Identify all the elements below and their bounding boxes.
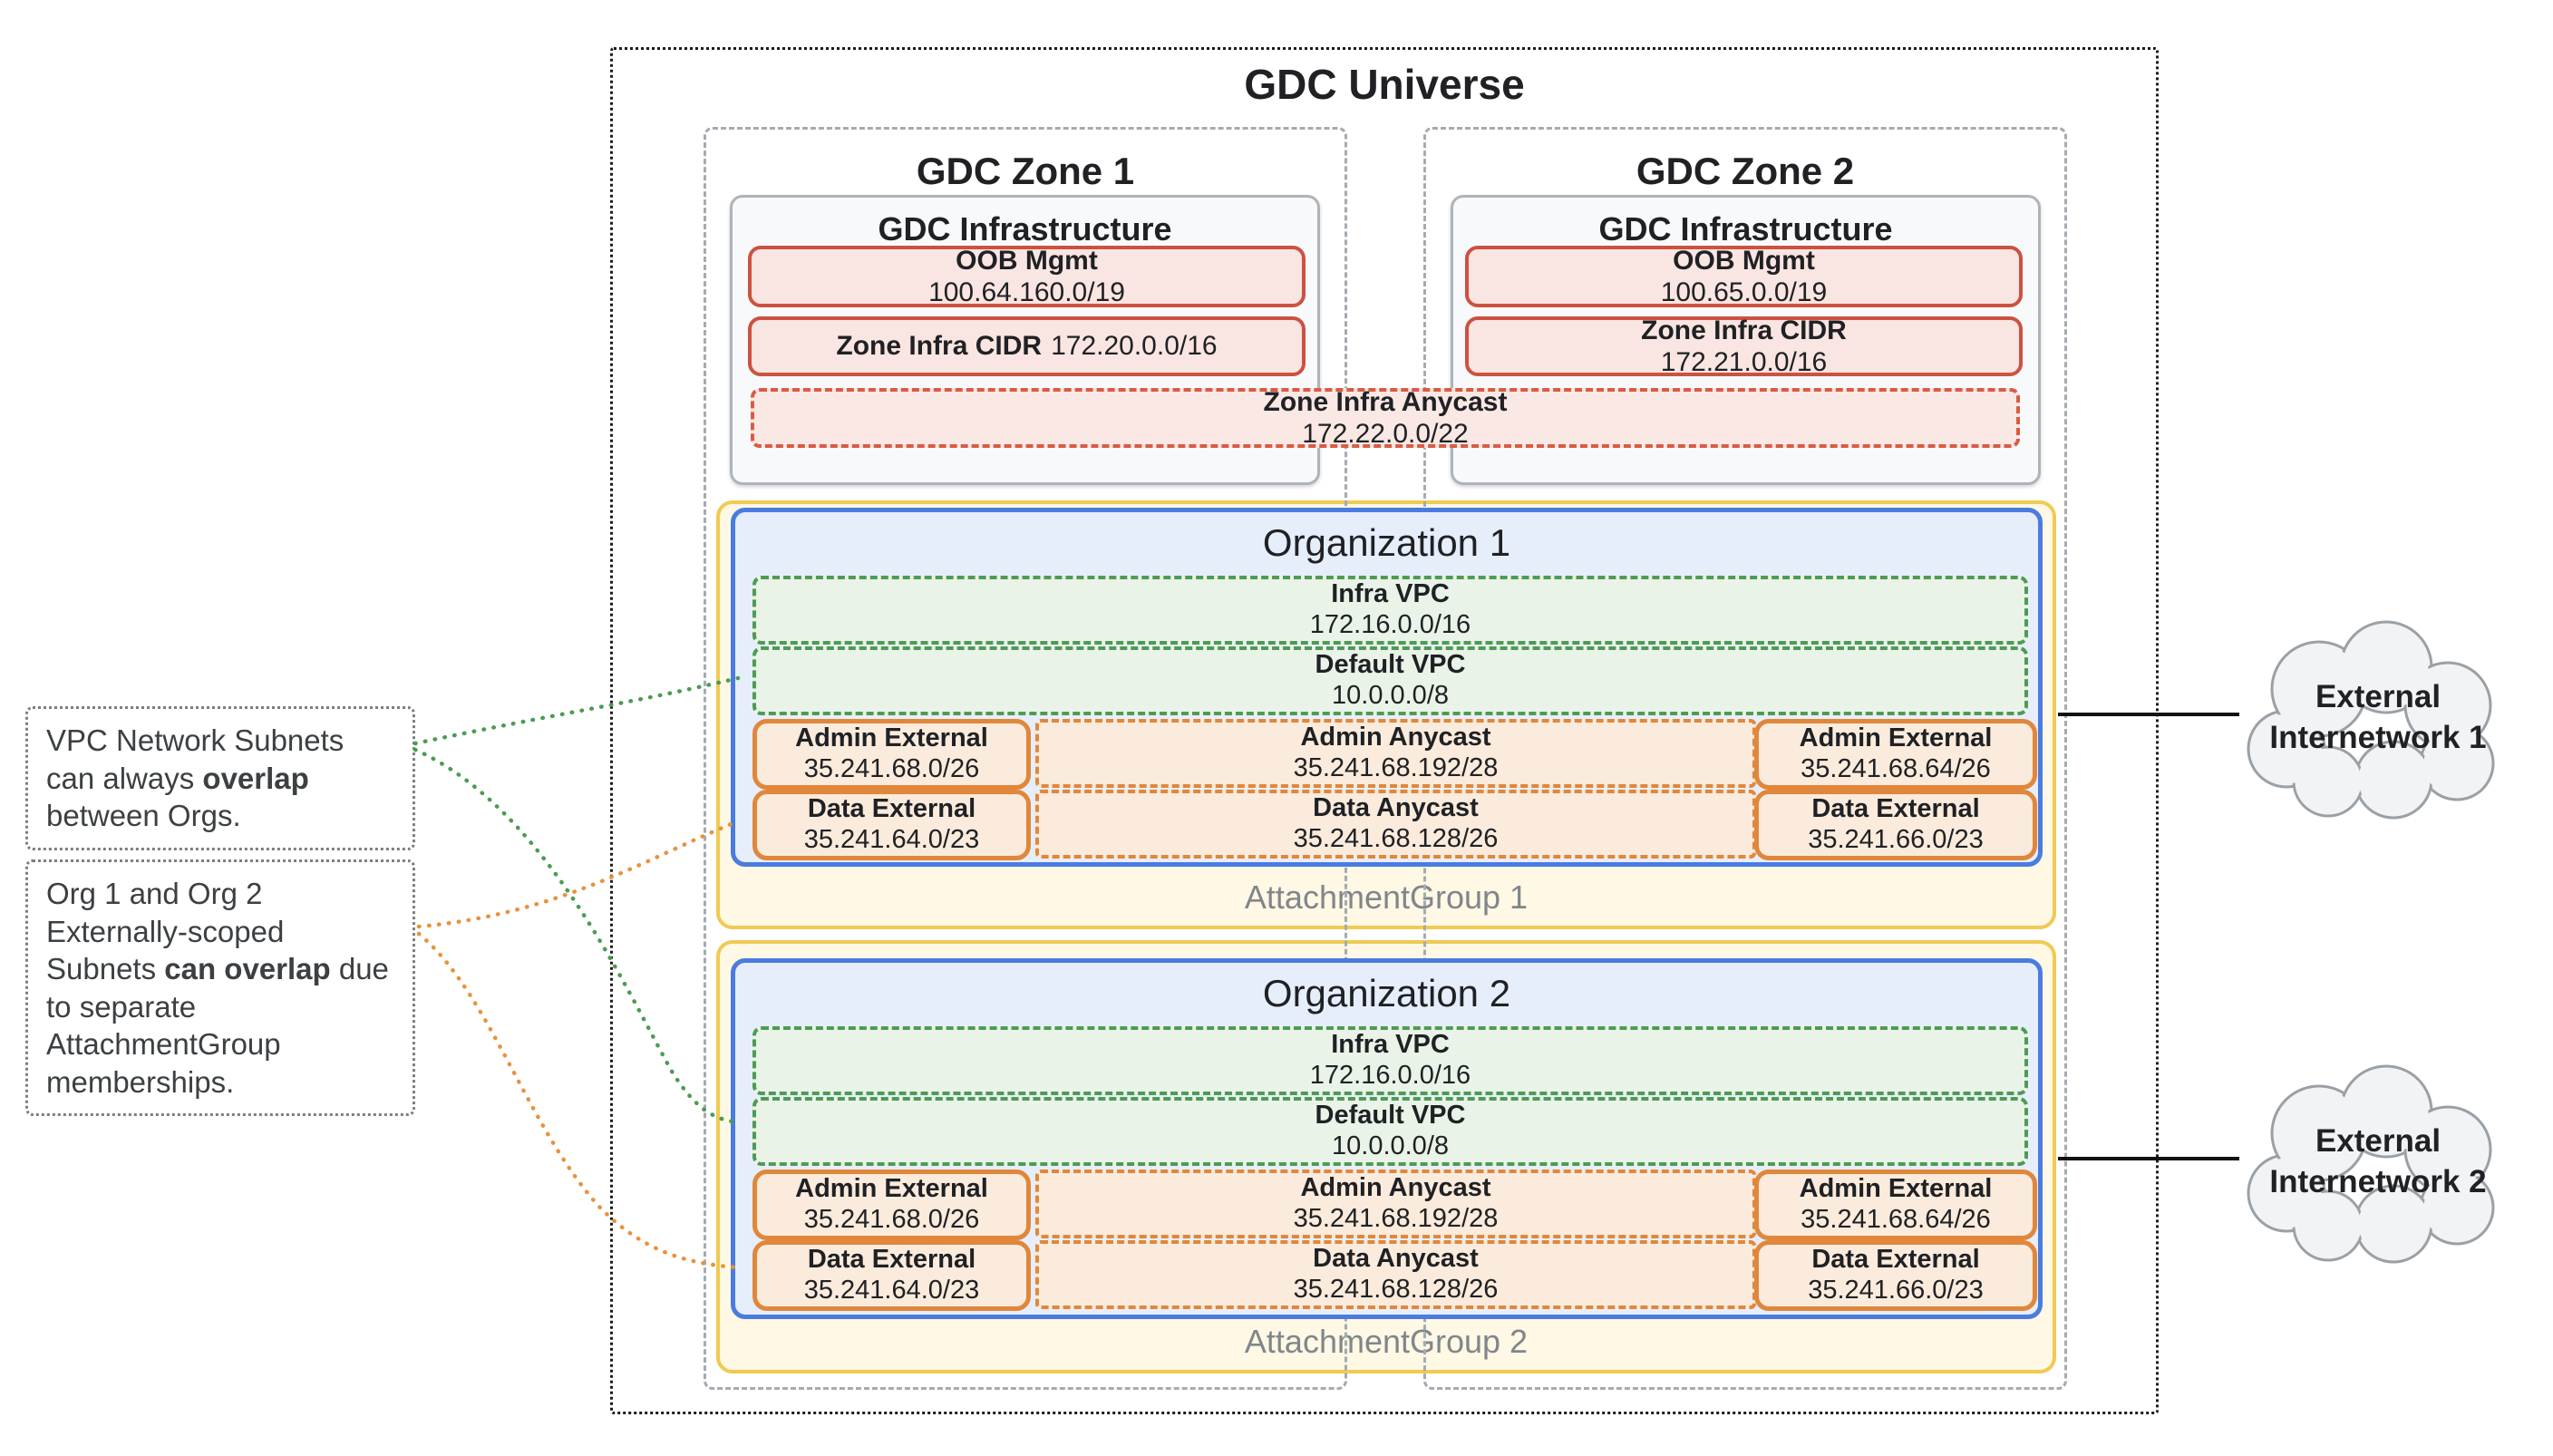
org2-infra-vpc-box: Infra VPC 172.16.0.0/16: [752, 1026, 2028, 1095]
org2-data-anycast-box: Data Anycast 35.241.68.128/26: [1035, 1240, 1756, 1309]
zone-infra-anycast-cidr: 172.22.0.0/22: [1302, 419, 1469, 449]
org2-default-vpc-cidr: 10.0.0.0/8: [1332, 1131, 1449, 1160]
org2-admin-external-left-cidr: 35.241.68.0/26: [803, 1205, 980, 1234]
gdc-infrastructure-1-title: GDC Infrastructure: [878, 210, 1172, 248]
org1-data-external-left-label: Data External: [807, 794, 976, 824]
zone-infra-anycast-box: Zone Infra Anycast 172.22.0.0/22: [751, 386, 2020, 449]
org1-admin-external-left-box: Admin External 35.241.68.0/26: [752, 719, 1031, 790]
org1-default-vpc-cidr: 10.0.0.0/8: [1332, 681, 1449, 710]
annotation-1-text-after: between Orgs.: [46, 799, 241, 833]
org2-infra-vpc-label: Infra VPC: [1331, 1030, 1450, 1060]
org1-data-anycast-cidr: 35.241.68.128/26: [1293, 824, 1499, 853]
zone-infra-cidr-2-value: 172.21.0.0/16: [1660, 347, 1828, 377]
org2-admin-anycast-box: Admin Anycast 35.241.68.192/28: [1035, 1170, 1756, 1238]
org2-admin-external-left-label: Admin External: [795, 1174, 988, 1204]
oob-mgmt-2-label: OOB Mgmt: [1673, 245, 1815, 276]
org2-data-external-right-box: Data External 35.241.66.0/23: [1754, 1240, 2037, 1311]
annotation-1-text: VPC Network Subnets can always: [46, 723, 345, 795]
oob-mgmt-2-cidr: 100.65.0.0/19: [1660, 277, 1828, 307]
org1-admin-anycast-box: Admin Anycast 35.241.68.192/28: [1035, 719, 1756, 788]
external-internetwork-1-cloud: External Internetwork 1: [2232, 613, 2497, 821]
org2-admin-external-right-cidr: 35.241.68.64/26: [1801, 1205, 1991, 1234]
annotation-2-text-after: due to separate AttachmentGroup membersh…: [46, 952, 389, 1099]
org1-data-anycast-box: Data Anycast 35.241.68.128/26: [1035, 790, 1756, 859]
attachment-group-2-label: AttachmentGroup 2: [1244, 1323, 1529, 1360]
org2-data-anycast-cidr: 35.241.68.128/26: [1293, 1275, 1499, 1304]
org1-admin-external-right-label: Admin External: [1799, 723, 1993, 753]
gdc-zone-2-title: GDC Zone 2: [1636, 150, 1855, 192]
org1-admin-external-right-cidr: 35.241.68.64/26: [1801, 754, 1991, 783]
link-line-internetwork-2: [2058, 1157, 2239, 1160]
attachment-group-1-label: AttachmentGroup 1: [1244, 878, 1529, 916]
org1-admin-anycast-label: Admin Anycast: [1300, 723, 1491, 752]
cloud-1-line2: Internetwork 1: [2269, 720, 2487, 755]
org1-infra-vpc-cidr: 172.16.0.0/16: [1309, 610, 1471, 639]
org2-admin-anycast-label: Admin Anycast: [1300, 1173, 1491, 1203]
org2-admin-anycast-cidr: 35.241.68.192/28: [1293, 1204, 1499, 1233]
org2-data-external-right-label: Data External: [1811, 1245, 1980, 1275]
org2-admin-external-right-label: Admin External: [1799, 1174, 1993, 1204]
zone-infra-cidr-1-box: Zone Infra CIDR 172.20.0.0/16: [748, 316, 1306, 376]
external-internetwork-2-cloud: External Internetwork 2: [2232, 1057, 2497, 1266]
gdc-universe-title: GDC Universe: [1244, 61, 1525, 108]
zone-infra-cidr-2-box: Zone Infra CIDR 172.21.0.0/16: [1465, 315, 2023, 377]
org1-default-vpc-box: Default VPC 10.0.0.0/8: [752, 646, 2028, 715]
org2-data-external-left-cidr: 35.241.64.0/23: [803, 1276, 980, 1305]
org2-data-external-left-box: Data External 35.241.64.0/23: [752, 1240, 1031, 1311]
org1-data-external-right-cidr: 35.241.66.0/23: [1808, 825, 1984, 854]
organization-2-box: Organization 2 Infra VPC 172.16.0.0/16 D…: [731, 958, 2043, 1319]
org2-default-vpc-box: Default VPC 10.0.0.0/8: [752, 1097, 2028, 1166]
annotation-2-text: Org 1 and Org 2 Externally-scoped Subnet…: [46, 877, 285, 986]
org2-data-external-left-label: Data External: [807, 1245, 976, 1275]
org2-data-anycast-label: Data Anycast: [1313, 1244, 1479, 1274]
org2-infra-vpc-cidr: 172.16.0.0/16: [1309, 1061, 1471, 1090]
external-internetwork-1-label: External Internetwork 1: [2259, 613, 2497, 821]
cloud-2-line1: External: [2315, 1122, 2441, 1159]
gdc-infrastructure-2-title: GDC Infrastructure: [1598, 210, 1893, 248]
org1-admin-external-right-box: Admin External 35.241.68.64/26: [1754, 719, 2037, 790]
zone-infra-anycast-label: Zone Infra Anycast: [1263, 386, 1508, 417]
zone-infra-cidr-1-value: 172.20.0.0/16: [1051, 331, 1218, 362]
org1-admin-external-left-cidr: 35.241.68.0/26: [803, 754, 980, 783]
cloud-icon: [2247, 620, 2495, 820]
cloud-2-line2: Internetwork 2: [2269, 1164, 2487, 1199]
org1-data-anycast-label: Data Anycast: [1313, 793, 1479, 823]
zone-infra-cidr-1-label: Zone Infra CIDR: [836, 331, 1043, 362]
zone-infra-cidr-2-label: Zone Infra CIDR: [1641, 315, 1847, 345]
org2-default-vpc-label: Default VPC: [1315, 1101, 1466, 1131]
annotation-2-bold: can overlap: [164, 952, 331, 986]
org2-admin-external-right-box: Admin External 35.241.68.64/26: [1754, 1170, 2037, 1240]
org1-default-vpc-label: Default VPC: [1315, 650, 1466, 680]
org1-data-external-left-cidr: 35.241.64.0/23: [803, 825, 980, 854]
org2-admin-external-left-box: Admin External 35.241.68.0/26: [752, 1170, 1031, 1240]
org1-admin-external-left-label: Admin External: [795, 723, 988, 753]
oob-mgmt-1-label: OOB Mgmt: [956, 245, 1098, 276]
org1-data-external-right-label: Data External: [1811, 794, 1980, 824]
org1-data-external-left-box: Data External 35.241.64.0/23: [752, 790, 1031, 860]
org1-infra-vpc-label: Infra VPC: [1331, 579, 1450, 609]
organization-1-title: Organization 1: [1262, 521, 1511, 564]
organization-2-title: Organization 2: [1262, 972, 1511, 1014]
oob-mgmt-1-cidr: 100.64.160.0/19: [928, 277, 1125, 307]
annotation-vpc-overlap: VPC Network Subnets can always overlap b…: [25, 706, 415, 850]
org1-data-external-right-box: Data External 35.241.66.0/23: [1754, 790, 2037, 860]
org1-infra-vpc-box: Infra VPC 172.16.0.0/16: [752, 576, 2028, 645]
org1-admin-anycast-cidr: 35.241.68.192/28: [1293, 753, 1499, 782]
gdc-zone-1-title: GDC Zone 1: [916, 150, 1135, 192]
oob-mgmt-2-box: OOB Mgmt 100.65.0.0/19: [1465, 246, 2023, 307]
oob-mgmt-1-box: OOB Mgmt 100.64.160.0/19: [748, 246, 1306, 307]
cloud-icon: [2247, 1064, 2495, 1264]
org2-data-external-right-cidr: 35.241.66.0/23: [1808, 1276, 1984, 1305]
annotation-external-overlap: Org 1 and Org 2 Externally-scoped Subnet…: [25, 859, 415, 1117]
annotation-1-bold: overlap: [202, 761, 309, 795]
external-internetwork-2-label: External Internetwork 2: [2259, 1057, 2497, 1266]
organization-1-box: Organization 1 Infra VPC 172.16.0.0/16 D…: [731, 508, 2043, 867]
cloud-1-line1: External: [2315, 678, 2441, 714]
link-line-internetwork-1: [2058, 713, 2239, 716]
